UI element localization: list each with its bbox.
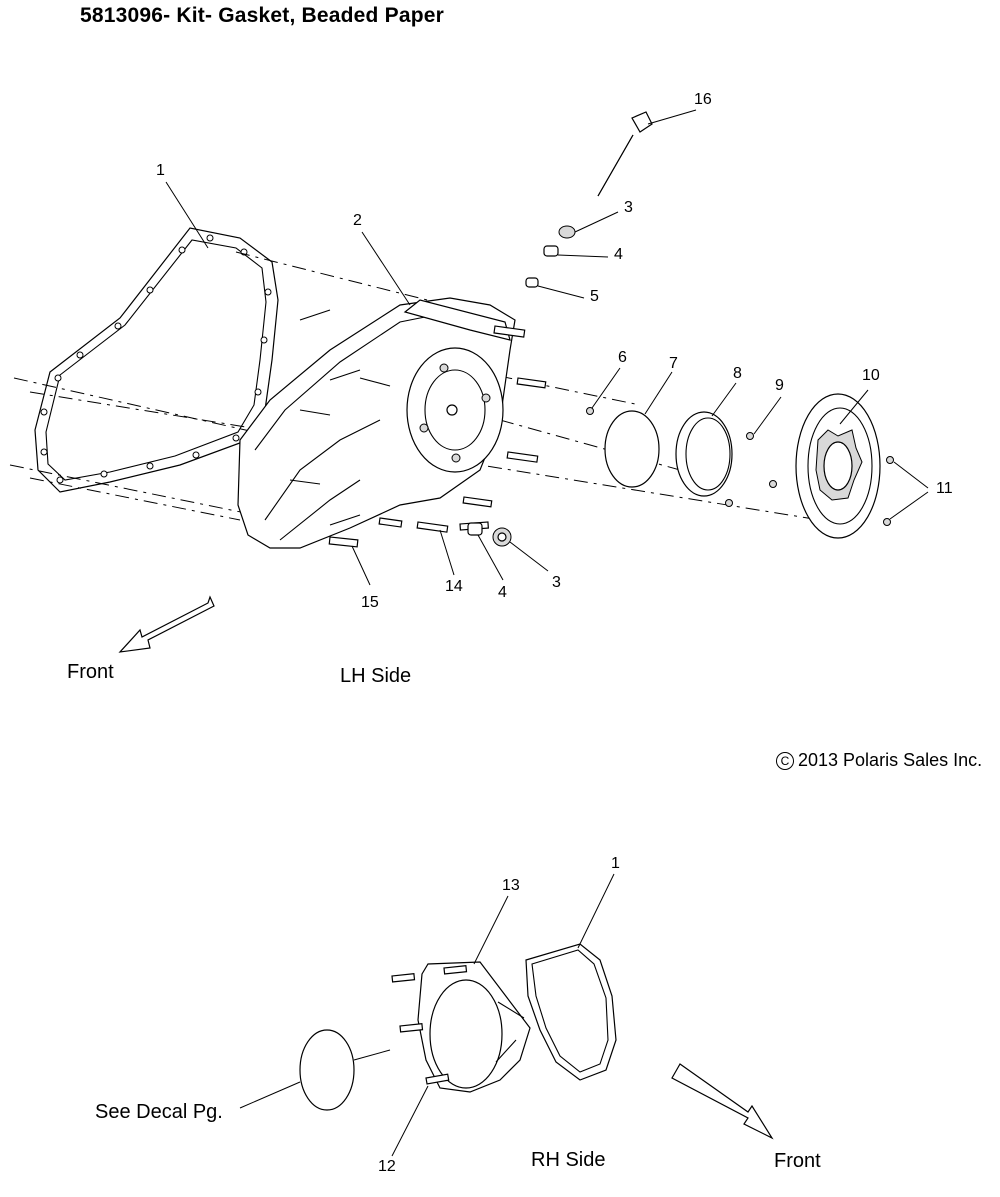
copyright-text: 2013 Polaris Sales Inc. [798, 750, 983, 770]
lh-small-screws [586, 407, 777, 507]
lh-primary-cover [237, 297, 516, 549]
rh-decal-note: See Decal Pg. [95, 1101, 223, 1123]
rh-callout-12: 12 [378, 1158, 396, 1175]
lh-top-seals [525, 225, 576, 288]
lh-callout-8: 8 [733, 365, 742, 382]
rh-decal-line [353, 1049, 391, 1061]
lh-bottom-seals [467, 522, 512, 547]
lh-leader-lines [165, 109, 929, 586]
lh-callout-5: 5 [590, 288, 599, 305]
rh-screws [391, 965, 468, 1085]
lh-callout-15: 15 [361, 594, 379, 611]
lh-callout-7: 7 [669, 355, 678, 372]
lh-callout-6: 6 [618, 349, 627, 366]
lh-callout-3-bottom: 3 [552, 574, 561, 591]
lh-callout-3-top: 3 [624, 199, 633, 216]
lh-derby-cover [795, 393, 881, 539]
rh-leader-lines [239, 873, 615, 1157]
lh-front-arrow [118, 595, 215, 653]
lh-callout-4-top: 4 [614, 246, 623, 263]
rh-callout-13: 13 [502, 877, 520, 894]
rh-decal [299, 1029, 355, 1111]
lh-front-label: Front [67, 661, 114, 683]
lh-gasket [34, 227, 279, 493]
lh-callout-10: 10 [862, 367, 880, 384]
lh-callout-9: 9 [775, 377, 784, 394]
lh-callout-14: 14 [445, 578, 463, 595]
lh-callout-4-bottom: 4 [498, 584, 507, 601]
lh-shift-shaft [597, 111, 653, 197]
rh-front-arrow [671, 1063, 774, 1140]
lh-callout-1: 1 [156, 162, 165, 179]
copyright-icon: C [776, 752, 794, 770]
lh-side-caption: LH Side [340, 665, 412, 687]
lh-callout-11: 11 [936, 480, 953, 497]
lh-inspection-cover [675, 411, 733, 497]
rh-gasket [525, 943, 617, 1081]
lh-callout-2: 2 [353, 212, 362, 229]
rh-side-caption: RH Side [531, 1149, 606, 1171]
lh-derby-screws [883, 456, 894, 526]
rh-cam-cover [417, 961, 531, 1093]
lh-callout-16: 16 [694, 91, 712, 108]
lh-o-ring [604, 410, 660, 488]
rh-callout-1: 1 [611, 855, 620, 872]
rh-front-label: Front [774, 1150, 821, 1172]
page-title: 5813096- Kit- Gasket, Beaded Paper [80, 4, 444, 27]
